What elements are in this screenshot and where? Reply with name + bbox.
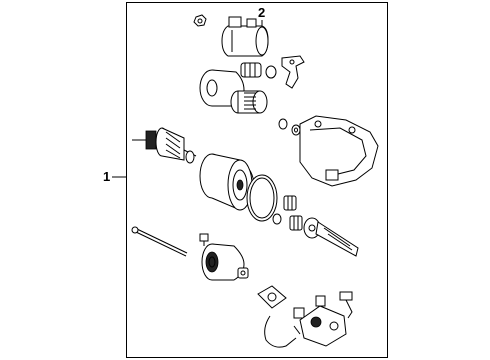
washer-part-3 (272, 213, 282, 225)
washer-part-1 (278, 118, 288, 130)
callout-1-label: 1 (103, 169, 110, 184)
o-ring-part-inner (249, 177, 275, 219)
callout-2-label: 2 (258, 5, 265, 20)
plunger-part (240, 62, 262, 78)
output-shaft-part (303, 217, 359, 257)
washer-part-2-hole (294, 127, 298, 133)
end-frame-part (201, 243, 245, 281)
washer-part-2 (291, 124, 301, 136)
diagram-frame (126, 2, 388, 358)
gasket-plate-part (257, 285, 287, 309)
armature-part (132, 127, 197, 164)
o-ring-part (246, 174, 278, 222)
brush-holder-part (264, 291, 353, 348)
field-frame-part (199, 153, 255, 211)
solenoid-part (221, 16, 269, 57)
through-bolt-part (131, 226, 188, 257)
small-nut-part (193, 14, 207, 27)
drive-lever-part (281, 55, 305, 89)
drive-end-housing-part (299, 115, 379, 187)
spring-ring-part (265, 65, 277, 79)
bearing-part-2 (289, 215, 303, 231)
bearing-part-1 (283, 195, 297, 211)
grommet-part (237, 267, 249, 279)
pinion-gear-part (230, 90, 268, 114)
screw-part (199, 233, 209, 246)
